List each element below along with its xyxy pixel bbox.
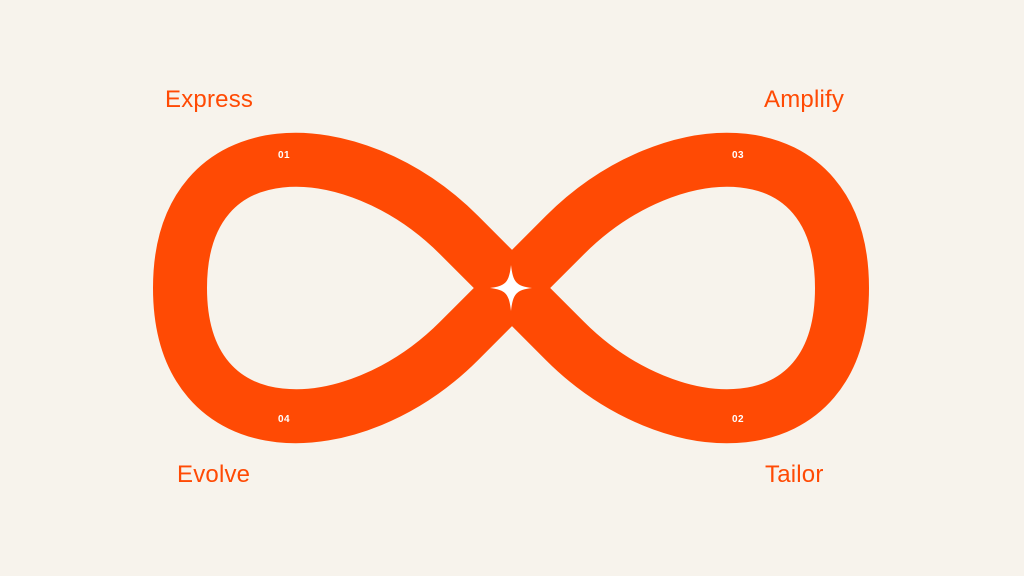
step-number-03: 03 [732, 150, 744, 161]
sparkle-icon [490, 265, 532, 311]
sparkle-large-star [490, 265, 532, 311]
stage-label-evolve: Evolve [177, 461, 251, 488]
stage-label-tailor: Tailor [765, 461, 824, 488]
step-number-01: 01 [278, 150, 290, 161]
stage-label-amplify: Amplify [764, 86, 845, 113]
step-number-02: 02 [732, 414, 744, 425]
stage-label-express: Express [165, 86, 254, 113]
infinity-loop [153, 132, 869, 444]
step-number-04: 04 [278, 414, 290, 425]
